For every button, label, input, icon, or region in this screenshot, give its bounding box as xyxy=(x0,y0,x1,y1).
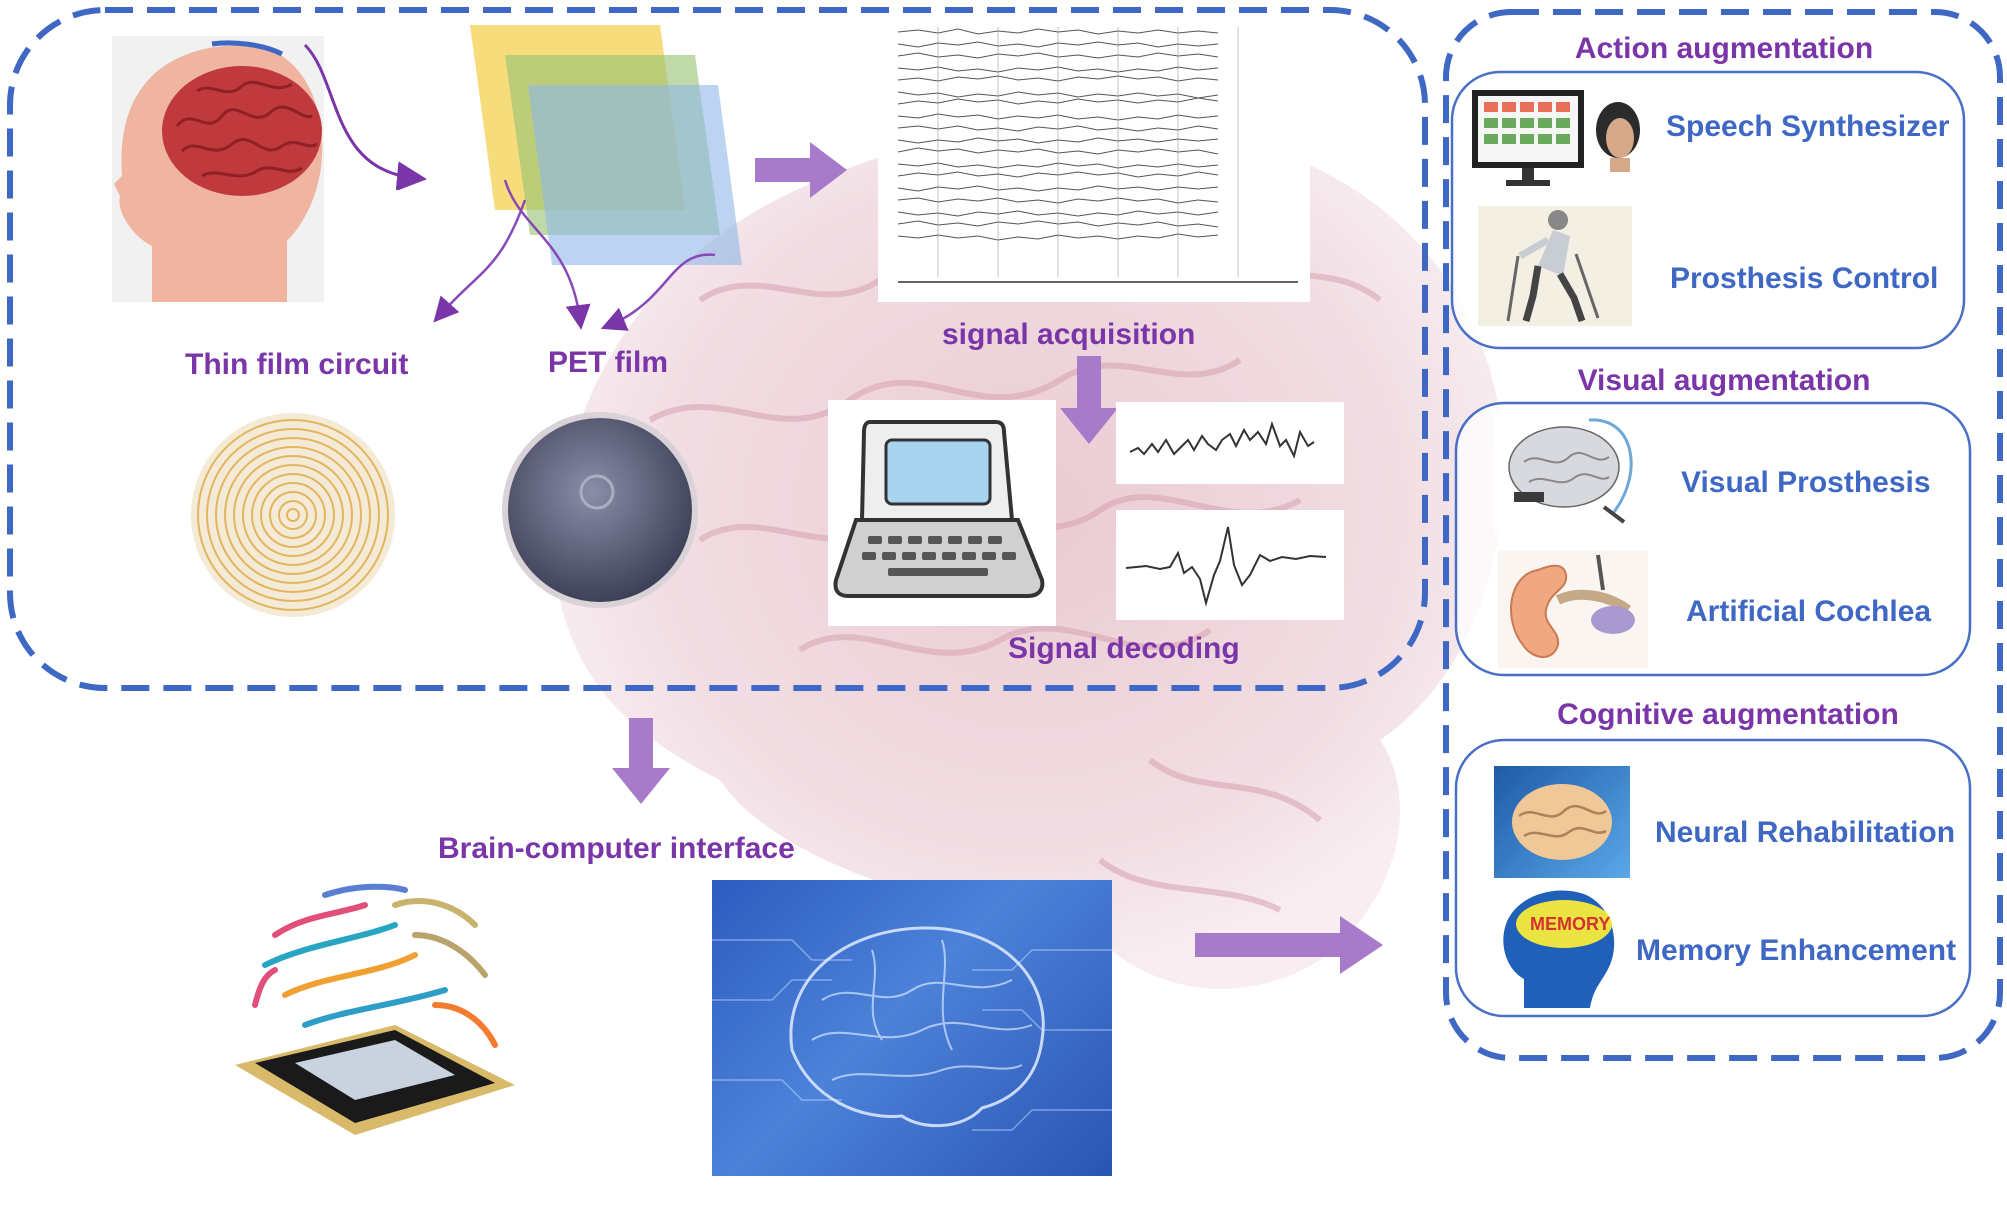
signal-acquisition-label: signal acquisition xyxy=(942,318,1196,351)
arrow-to-eeg xyxy=(755,142,847,198)
laptop-illustration xyxy=(828,400,1056,626)
brain-implant-illustration xyxy=(1494,412,1648,532)
visual-augmentation-title: Visual augmentation xyxy=(1577,364,1871,397)
head-to-film-arrow xyxy=(303,43,427,190)
prosthesis-control-label: Prosthesis Control xyxy=(1670,262,1939,295)
speech-synthesizer-label: Speech Synthesizer xyxy=(1666,110,1950,143)
action-augmentation-title: Action augmentation xyxy=(1574,32,1874,65)
head-memory-icon xyxy=(1503,890,1615,1008)
laptop-icon xyxy=(833,420,1045,598)
wave-signal-icon xyxy=(1129,420,1315,459)
head-brain-icon xyxy=(114,40,323,302)
brain-implant-icon xyxy=(1508,418,1633,524)
signal-decoding-label: Signal decoding xyxy=(1008,632,1240,665)
brain-glow-illustration xyxy=(1494,766,1630,878)
cognitive-augmentation-title: Cognitive augmentation xyxy=(1557,698,1899,731)
arrow-to-augmentations xyxy=(1195,916,1383,974)
ear-illustration xyxy=(1498,550,1648,668)
memory-enhancement-label: Memory Enhancement xyxy=(1636,934,1957,967)
pet-film-label: PET film xyxy=(548,346,669,379)
neural-rehabilitation-label: Neural Rehabilitation xyxy=(1655,816,1956,849)
ear-icon xyxy=(1510,554,1635,658)
arrow-to-bci xyxy=(612,718,670,804)
visual-prosthesis-label: Visual Prosthesis xyxy=(1681,466,1931,499)
memory-tag: MEMORY xyxy=(1530,914,1611,934)
thin-film-circuit-label: Thin film circuit xyxy=(185,348,409,381)
digital-brain-image xyxy=(712,880,1112,1176)
film-layers xyxy=(470,25,742,265)
brain-glow-icon xyxy=(1512,784,1612,860)
eeg-recording-panel xyxy=(878,22,1310,302)
exoskeleton-illustration xyxy=(1478,206,1632,326)
bci-label: Brain-computer interface xyxy=(438,832,795,865)
decoded-signal-panel-1 xyxy=(1116,402,1344,484)
spiral-circuit-icon xyxy=(191,413,395,617)
decoded-signal-panel-2 xyxy=(1116,510,1344,620)
monitor-head-icon xyxy=(1472,90,1640,186)
circuit-brain-chip-icon xyxy=(235,883,515,1135)
arrow-to-decoding xyxy=(1060,356,1118,444)
head-memory-illustration xyxy=(1494,884,1624,1008)
head-brain-illustration xyxy=(112,36,324,302)
spike-signal-icon xyxy=(1125,526,1327,607)
exoskeleton-icon xyxy=(1506,210,1600,323)
artificial-cochlea-label: Artificial Cochlea xyxy=(1686,595,1932,628)
eeg-waves-icon xyxy=(897,27,1298,283)
film-branch-arrows xyxy=(433,179,716,331)
digital-brain-icon xyxy=(712,926,1112,1131)
pet-film-disc-icon xyxy=(502,412,698,608)
